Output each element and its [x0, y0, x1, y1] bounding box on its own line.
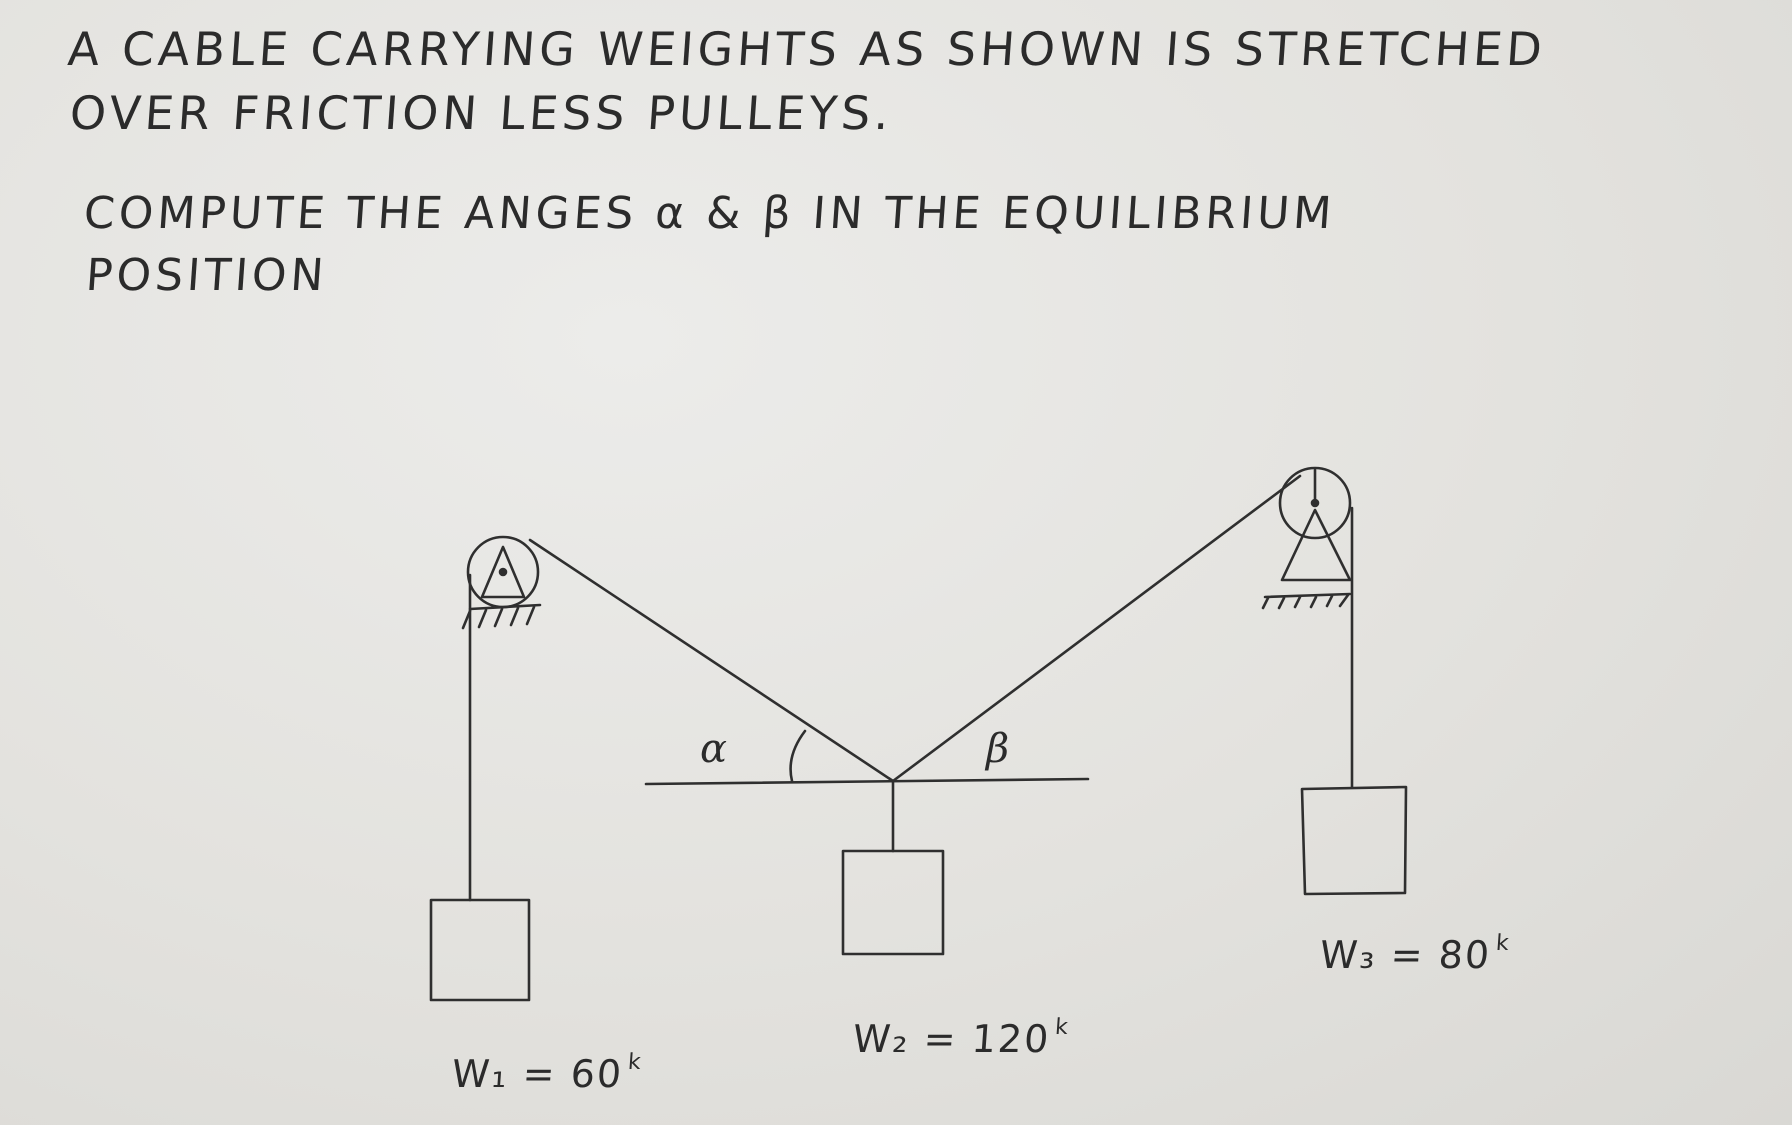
w2-value: 120: [970, 1017, 1052, 1061]
left-inclined-cable: [528, 538, 895, 783]
weight-box-w1: [429, 898, 531, 1002]
weight-box-w3: [1300, 785, 1408, 896]
alpha-label: α: [700, 726, 727, 772]
w2-unit: k: [1054, 1015, 1071, 1040]
weight-box-w2: [841, 849, 945, 956]
w3-unit: k: [1495, 931, 1512, 956]
beta-label: β: [984, 726, 1009, 772]
right-pulley: [1261, 466, 1352, 610]
w1-unit: k: [627, 1050, 644, 1075]
w3-name: W₃: [1318, 933, 1379, 977]
w2-name: W₂: [851, 1017, 912, 1061]
w1-name: W₁: [450, 1052, 511, 1096]
w1-value: 60: [569, 1052, 625, 1096]
right-inclined-cable: [891, 474, 1302, 783]
w3-value: 80: [1437, 933, 1493, 977]
horizontal-reference-line: [644, 777, 1090, 786]
alpha-angle-arc: [789, 729, 807, 783]
left-pulley: [461, 535, 542, 630]
